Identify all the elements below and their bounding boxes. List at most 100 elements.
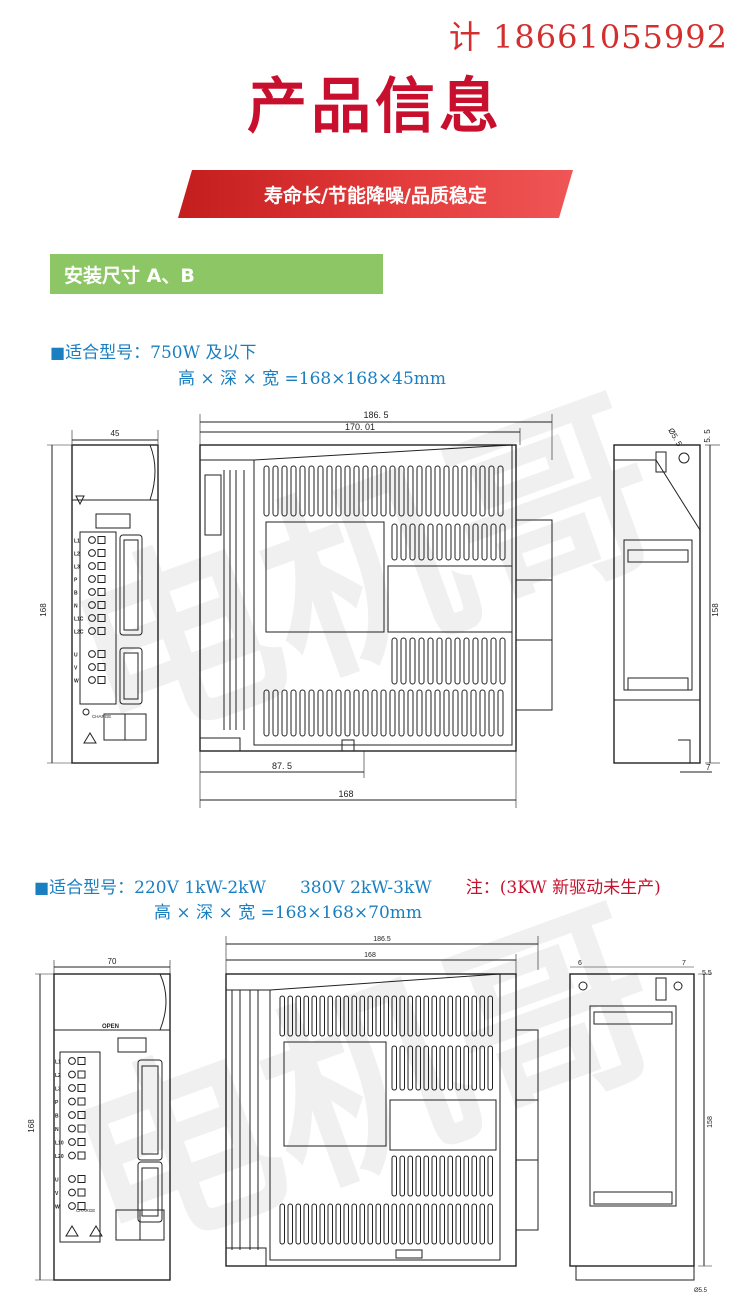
b-terminal-label: B	[55, 1114, 59, 1120]
vent-slot	[479, 689, 486, 737]
a-depth-bottom-a: 87. 5	[272, 761, 292, 771]
vent-slot	[463, 995, 469, 1037]
vent-slot	[335, 1203, 341, 1245]
vent-slot	[400, 637, 407, 685]
model-a-dims: 高 × 深 × 宽 =168×168×45mm	[178, 369, 447, 389]
vent-slot	[281, 465, 288, 517]
vent-slot	[391, 1203, 397, 1245]
vent-slot	[481, 523, 488, 561]
a-depth-bottom-b: 168	[338, 789, 353, 799]
a-charge-label: CHARGE	[92, 714, 111, 719]
vent-slot	[479, 995, 485, 1037]
vent-slot	[389, 465, 396, 517]
vent-slot	[335, 995, 341, 1037]
vent-slot	[380, 465, 387, 517]
vent-slot	[439, 1045, 445, 1091]
vent-slot	[479, 1203, 485, 1245]
drawing-a-side-view: 186. 5 170. 01 87. 5 168	[199, 410, 553, 808]
vent-slot	[351, 995, 357, 1037]
vent-slot	[263, 689, 270, 737]
vent-slot	[471, 1203, 477, 1245]
b-terminal-label: L10	[55, 1141, 64, 1147]
vent-slot	[380, 689, 387, 737]
a-terminal-label: L1C	[74, 617, 84, 623]
vent-slot	[472, 637, 479, 685]
terminal-screw-icon	[68, 1151, 76, 1160]
vent-slot	[481, 637, 488, 685]
vent-slot	[499, 637, 506, 685]
b-terminal-label: L20	[55, 1154, 64, 1160]
vent-slot	[452, 465, 459, 517]
contact-phone: 计 18661055992	[448, 18, 728, 56]
model-a-label: 适合型号：	[65, 343, 151, 363]
vent-slot	[423, 1155, 429, 1197]
terminal-slot	[97, 627, 106, 635]
vent-slot	[399, 1155, 405, 1197]
terminal-screw-icon	[88, 650, 96, 658]
drawing-a-rear-view: 158 5. 5 Ø5. 5 7	[613, 427, 720, 773]
vent-slot	[398, 465, 405, 517]
a-terminal-label: L1	[74, 539, 80, 545]
terminal-slot	[97, 549, 106, 557]
b-height-label: 168	[27, 1119, 36, 1133]
terminal-slot	[77, 1057, 86, 1065]
terminal-slot	[97, 614, 106, 622]
section-heading: 安装尺寸 A、B	[50, 254, 383, 294]
vent-slot	[359, 995, 365, 1037]
vent-slot	[455, 995, 461, 1037]
vent-slot	[303, 1203, 309, 1245]
vent-slot	[299, 689, 306, 737]
page-title: 产品信息	[247, 72, 503, 142]
vent-slot	[455, 1155, 461, 1197]
a-terminal-label: L2	[74, 552, 80, 558]
vent-slot	[487, 1155, 493, 1197]
vent-slot	[383, 995, 389, 1037]
vent-slot	[445, 523, 452, 561]
model-a-line: ■适合型号：750W 及以下	[50, 338, 256, 363]
vent-slot	[383, 1203, 389, 1245]
tagline-banner: 寿命长/节能降噪/品质稳定	[178, 170, 573, 218]
vent-slot	[490, 523, 497, 561]
model-b-models: 220V 1kW-2kW 380V 2kW-3kW	[134, 878, 432, 898]
vent-slot	[471, 1155, 477, 1197]
vent-slot	[279, 1203, 285, 1245]
bullet-square-icon: ■	[34, 878, 50, 897]
vent-slot	[391, 637, 398, 685]
vent-slot	[479, 1155, 485, 1197]
vent-slot	[463, 523, 470, 561]
b-side-height: 158	[707, 1116, 714, 1128]
vent-grille-b	[279, 995, 493, 1245]
vent-slot	[431, 1045, 437, 1091]
vent-slot	[407, 689, 414, 737]
b-terminal-label: W	[55, 1205, 60, 1211]
vent-slot	[335, 465, 342, 517]
terminal-slot	[97, 676, 106, 684]
vent-slot	[418, 637, 425, 685]
vent-slot	[371, 689, 378, 737]
vent-slot	[317, 465, 324, 517]
a-terminal-label: N	[74, 604, 78, 610]
terminal-screw-icon	[68, 1202, 76, 1210]
vent-slot	[391, 995, 397, 1037]
vent-slot	[290, 689, 297, 737]
vent-slot	[461, 689, 468, 737]
vent-slot	[391, 523, 398, 561]
vent-slot	[353, 689, 360, 737]
terminal-screw-icon	[68, 1111, 76, 1119]
vent-slot	[425, 465, 432, 517]
terminal-slot	[77, 1124, 86, 1133]
vent-slot	[398, 689, 405, 737]
vent-slot	[497, 689, 504, 737]
vent-slot	[311, 995, 317, 1037]
vent-slot	[409, 637, 416, 685]
vent-slot	[281, 689, 288, 737]
vent-slot	[407, 1045, 413, 1091]
vent-slot	[455, 1045, 461, 1091]
vent-slot	[407, 465, 414, 517]
terminal-slot	[97, 575, 106, 583]
vent-slot	[439, 995, 445, 1037]
